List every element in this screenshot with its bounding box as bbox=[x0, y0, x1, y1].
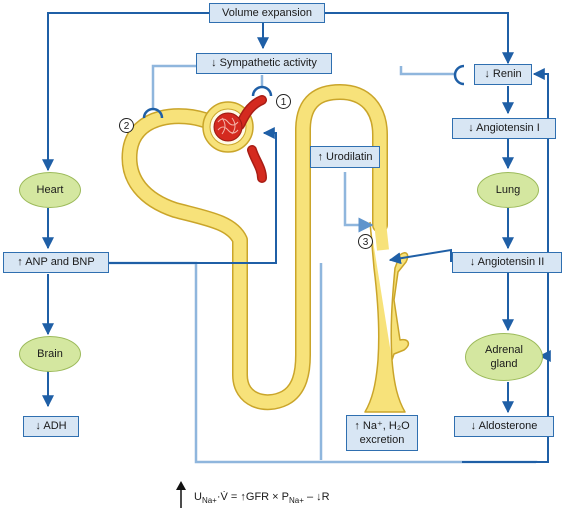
formula-end: – ↓R bbox=[303, 491, 330, 503]
excretion-line2: excretion bbox=[359, 434, 405, 446]
urodilatin-box: ↑ Urodilatin bbox=[310, 146, 380, 168]
excretion-formula: UNa+·V̇ = ↑GFR × PNa+ – ↓R bbox=[194, 491, 330, 505]
adrenal-gland-oval: Adrenal gland bbox=[465, 333, 543, 381]
adh-box: ↓ ADH bbox=[23, 416, 79, 437]
inhibit-cap-renin bbox=[453, 64, 465, 86]
formula-sub2: Na+ bbox=[289, 496, 304, 506]
formula-mid: ·V̇ = ↑GFR × P bbox=[216, 491, 289, 503]
anp-bnp-box: ↑ ANP and BNP bbox=[3, 252, 109, 273]
site-number-2: 2 bbox=[119, 118, 134, 133]
excretion-box: ↑ Na⁺, H₂O excretion bbox=[346, 415, 418, 451]
glomerulus bbox=[213, 112, 243, 142]
heart-oval: Heart bbox=[19, 172, 81, 208]
site-number-1: 1 bbox=[276, 94, 291, 109]
adrenal-line1: Adrenal bbox=[485, 344, 523, 356]
formula-sub1: Na+ bbox=[201, 496, 217, 506]
proximal-tubule bbox=[121, 84, 388, 411]
aldosterone-box: ↓ Aldosterone bbox=[454, 416, 554, 437]
collecting-duct bbox=[364, 221, 410, 413]
formula-u: U bbox=[194, 491, 202, 503]
site-number-3: 3 bbox=[358, 234, 373, 249]
adrenal-line2: gland bbox=[490, 358, 518, 370]
brain-oval: Brain bbox=[19, 336, 81, 372]
lung-oval: Lung bbox=[477, 172, 539, 208]
angiotensin-1-box: ↓ Angiotensin I bbox=[452, 118, 556, 139]
inhibit-cap-2 bbox=[142, 107, 164, 119]
renin-box: ↓ Renin bbox=[474, 64, 532, 85]
volume-expansion-box: Volume expansion bbox=[209, 3, 325, 23]
angiotensin-2-box: ↓ Angiotensin II bbox=[452, 252, 562, 273]
nephron bbox=[121, 84, 410, 413]
inhibit-cap-1 bbox=[251, 85, 273, 97]
sympathetic-activity-box: ↓ Sympathetic activity bbox=[196, 53, 332, 74]
excretion-line1: ↑ Na⁺, H₂O bbox=[354, 420, 410, 432]
